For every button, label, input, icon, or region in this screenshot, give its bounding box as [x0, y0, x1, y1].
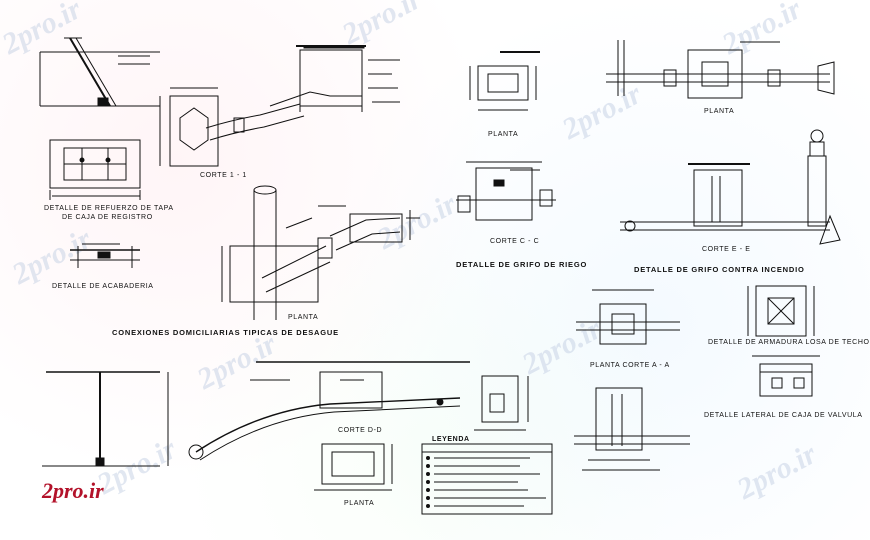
label-planta-bottom: PLANTA	[344, 500, 375, 507]
vertical-pipe-detail	[42, 371, 169, 467]
label-leyenda: LEYENDA	[432, 436, 470, 443]
section-d-d	[188, 361, 470, 461]
section-e-e	[620, 129, 841, 245]
label-planta-corte-a-a: PLANTA CORTE A - A	[590, 362, 670, 369]
finishing-detail	[70, 243, 140, 268]
fire-hydrant-plan	[606, 40, 835, 99]
section-c-c	[456, 161, 556, 221]
label-planta-top: PLANTA	[488, 131, 519, 138]
bottom-plan	[314, 443, 393, 491]
small-box-detail	[474, 375, 529, 431]
pipe-section-detail	[39, 37, 160, 107]
label-planta-right: PLANTA	[704, 108, 735, 115]
label-conexiones: CONEXIONES DOMICILIARIAS TIPICAS DE DESA…	[112, 328, 339, 337]
label-corte-e-e: CORTE E - E	[702, 246, 751, 253]
label-corte-c-c: CORTE C - C	[490, 238, 540, 245]
label-refuerzo-tapa: DETALLE DE REFUERZO DE TAPA	[44, 205, 174, 212]
label-corte-1-1: CORTE 1 - 1	[200, 172, 247, 179]
label-lateral-caja: DETALLE LATERAL DE CAJA DE VALVULA	[704, 412, 863, 419]
label-corte-d-d: CORTE D-D	[338, 427, 383, 434]
label-acabaderia: DETALLE DE ACABADERIA	[52, 283, 154, 290]
valve-chamber-section	[574, 387, 690, 471]
brand-logo: 2pro.ir	[42, 478, 104, 503]
registry-box-section	[269, 45, 400, 112]
valve-box-lateral-detail	[752, 355, 820, 397]
legend-table	[421, 443, 553, 515]
section-a-a-plan	[576, 289, 680, 345]
lid-reinforcement-detail	[49, 139, 141, 200]
irrigation-valve-plan	[469, 51, 540, 111]
section-1-1-manhole	[159, 87, 305, 167]
domestic-connection-plan	[221, 185, 420, 320]
label-armadura-losa: DETALLE DE ARMADURA LOSA DE TECHO	[708, 339, 870, 346]
label-caja-registro: DE CAJA DE REGISTRO	[62, 214, 153, 221]
label-grifo-riego: DETALLE DE GRIFO DE RIEGO	[456, 260, 588, 269]
label-planta-center: PLANTA	[288, 314, 319, 321]
roof-slab-reinforcement	[747, 285, 815, 337]
label-grifo-incendio: DETALLE DE GRIFO CONTRA INCENDIO	[634, 265, 805, 274]
